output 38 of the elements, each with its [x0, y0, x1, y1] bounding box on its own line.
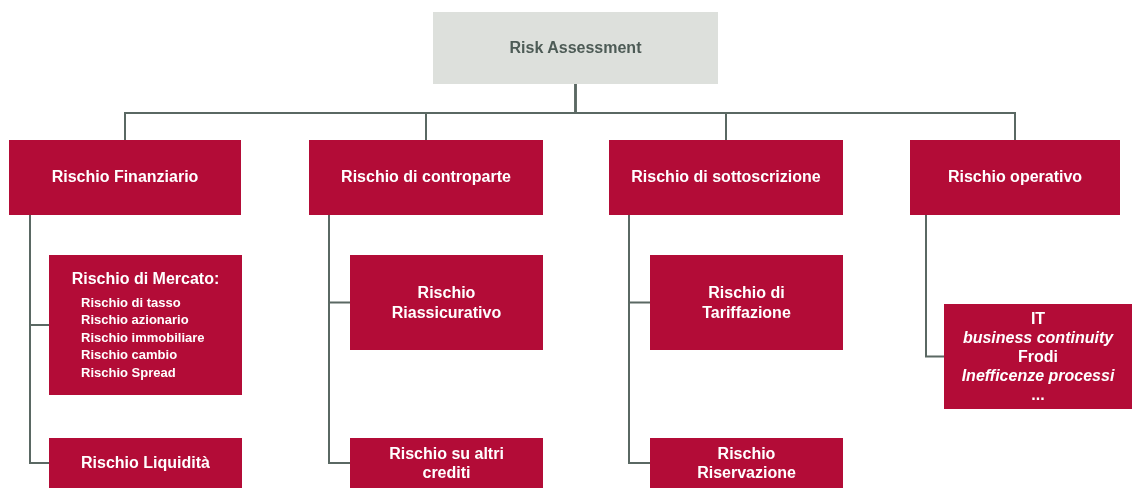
- connector-line: [328, 214, 351, 464]
- category-box: [650, 255, 843, 350]
- box-label: Rischio Liquidità: [81, 452, 210, 473]
- category-box: [49, 438, 242, 488]
- box-label: Inefficenze processi: [961, 366, 1115, 386]
- connector-line: [29, 214, 50, 464]
- box-label: Risk Assessment: [509, 37, 642, 58]
- list-item: Rischio di tasso: [81, 293, 181, 312]
- connector-line: [925, 214, 945, 358]
- list-item: Rischio cambio: [81, 346, 178, 364]
- box-label: Frodi: [1018, 346, 1058, 367]
- category-box: [49, 255, 242, 395]
- box-label: IT: [1030, 308, 1046, 328]
- box-label: Rischio Riservazione: [696, 443, 797, 483]
- box-label: ...: [1031, 385, 1045, 405]
- connector-line: [574, 83, 1016, 141]
- category-box: [910, 140, 1120, 215]
- list-item: Rischio azionario: [81, 311, 189, 329]
- box-label: Rischio operativo: [947, 167, 1083, 188]
- box-label: Rischio Finanziario: [51, 167, 199, 188]
- box-label: Rischio Riassicurativo: [390, 283, 503, 322]
- box-label: Rischio di Mercato:: [71, 268, 220, 289]
- category-box: [350, 438, 543, 488]
- category-box: [309, 140, 543, 215]
- category-box: [609, 140, 843, 215]
- list-item: Rischio immobiliare: [81, 328, 205, 347]
- connector-line: [628, 214, 651, 464]
- box-label: Rischio di controparte: [341, 167, 511, 188]
- box-label: Rischio di sottoscrizione: [631, 167, 821, 188]
- list-item: Rischio Spread: [81, 363, 176, 382]
- category-box: [944, 304, 1132, 409]
- category-box: [9, 140, 241, 215]
- box-label: Rischio su altri crediti: [388, 443, 505, 483]
- category-box: [350, 255, 543, 350]
- category-box: [650, 438, 843, 488]
- box-label: business continuity: [962, 327, 1114, 347]
- box-label: Rischio di Tariffazione: [701, 283, 792, 322]
- root-box: [433, 12, 718, 84]
